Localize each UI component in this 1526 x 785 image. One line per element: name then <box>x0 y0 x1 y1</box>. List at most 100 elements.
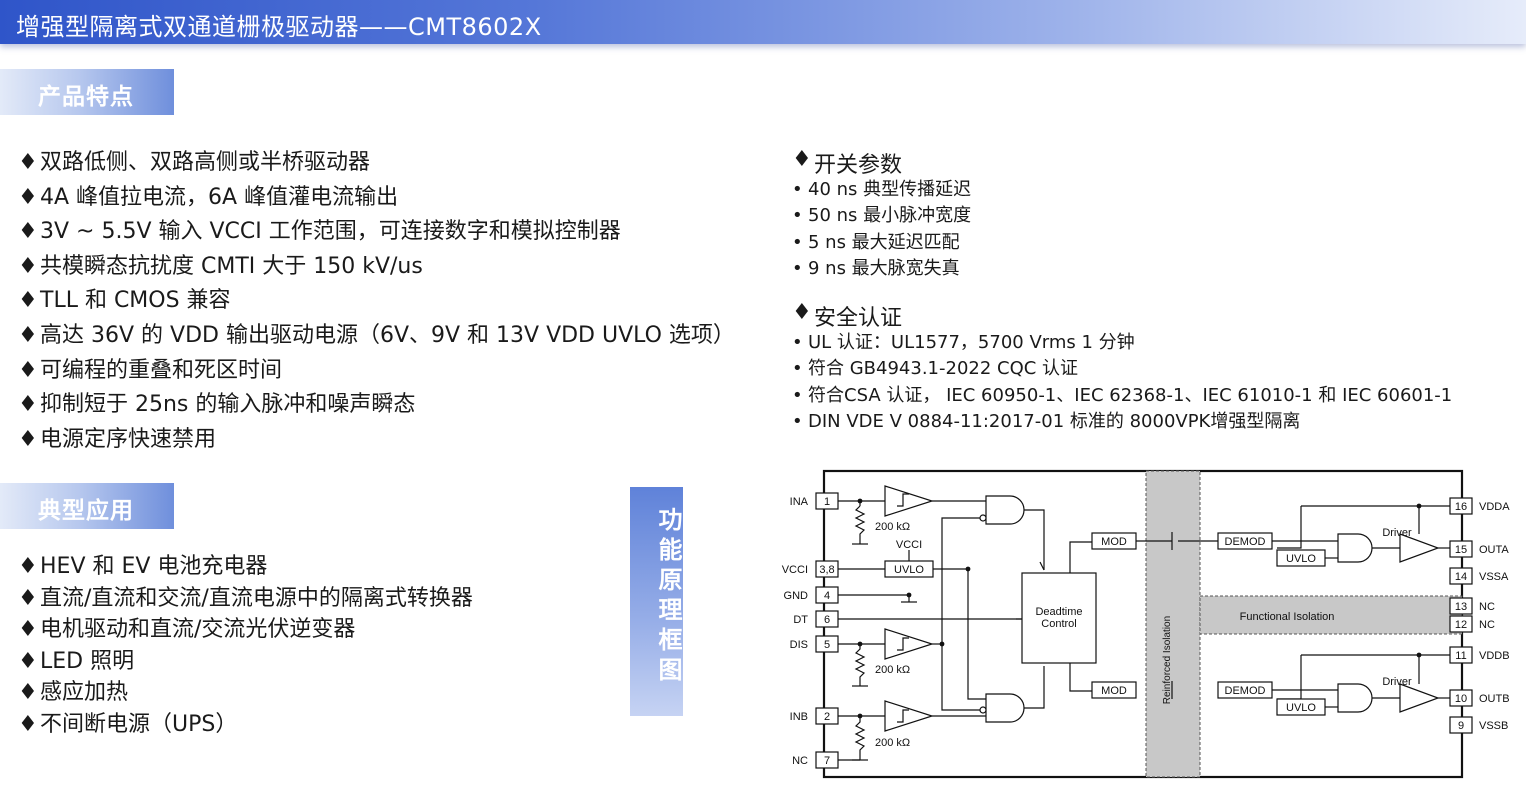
driver-label: Driver <box>1382 527 1412 539</box>
safety-text: DIN VDE V 0884-11:2017-01 标准的 8000VPK增强型… <box>808 411 1301 433</box>
list-item: •40 ns 典型传播延迟 <box>792 177 971 203</box>
diamond-bullet-icon: ♦ <box>18 585 38 611</box>
deadtime-label: Control <box>1041 618 1076 630</box>
feature-text: 高达 36V 的 VDD 输出驱动电源（6V、9V 和 13V VDD UVLO… <box>40 322 735 348</box>
pin-number: 9 <box>1458 720 1464 732</box>
resistor-label: 200 kΩ <box>875 737 910 749</box>
safety-list: •UL 认证：UL1577，5700 Vrms 1 分钟 •符合 GB4943.… <box>792 330 1452 436</box>
list-item: ♦感应加热 <box>18 677 473 709</box>
reinforced-isolation-label: Reinforced Isolation <box>1162 616 1173 704</box>
application-text: 感应加热 <box>40 680 129 706</box>
reinforced-isolation-band <box>1145 470 1201 778</box>
pin-label: NC <box>1479 619 1495 631</box>
features-tag-label: 产品特点 <box>38 84 134 110</box>
list-item: ♦LED 照明 <box>18 646 473 678</box>
resistor-label: 200 kΩ <box>875 521 910 533</box>
applications-section-tag: 典型应用 <box>0 483 174 529</box>
list-item: •50 ns 最小脉冲宽度 <box>792 203 971 229</box>
diamond-bullet-icon: ♦ <box>18 150 38 175</box>
pin-label: VDDA <box>1479 501 1510 513</box>
functional-isolation-label: Functional Isolation <box>1240 611 1335 623</box>
list-item: ♦TLL 和 CMOS 兼容 <box>18 284 735 319</box>
demod-label: DEMOD <box>1225 536 1266 548</box>
uvlo-label: UVLO <box>1286 553 1316 565</box>
switching-text: 9 ns 最大脉宽失真 <box>808 258 960 280</box>
switching-list: •40 ns 典型传播延迟 •50 ns 最小脉冲宽度 •5 ns 最大延迟匹配… <box>792 177 971 283</box>
dot-bullet-icon: • <box>792 231 803 253</box>
feature-text: 共模瞬态抗扰度 CMTI 大于 150 kV/us <box>40 253 423 279</box>
list-item: ♦高达 36V 的 VDD 输出驱动电源（6V、9V 和 13V VDD UVL… <box>18 319 735 354</box>
resistor-label: 200 kΩ <box>875 664 910 676</box>
safety-text: 符合CSA 认证， IEC 60950-1、IEC 62368-1、IEC 61… <box>808 384 1453 406</box>
list-item: •符合CSA 认证， IEC 60950-1、IEC 62368-1、IEC 6… <box>792 383 1452 409</box>
pin-number: 3,8 <box>819 564 834 576</box>
pin-number: 1 <box>824 496 830 508</box>
pin-number: 12 <box>1455 619 1467 631</box>
diamond-bullet-icon: ♦ <box>792 300 812 325</box>
dot-bullet-icon: • <box>792 411 803 433</box>
pin-label: VCCI <box>782 564 808 576</box>
switching-text: 5 ns 最大延迟匹配 <box>808 231 960 253</box>
list-item: ♦双路低侧、双路高侧或半桥驱动器 <box>18 146 735 181</box>
switching-text: 40 ns 典型传播延迟 <box>808 179 972 200</box>
list-item: ♦HEV 和 EV 电池充电器 <box>18 551 473 583</box>
list-item: •UL 认证：UL1577，5700 Vrms 1 分钟 <box>792 330 1452 356</box>
application-text: LED 照明 <box>40 648 135 674</box>
pin-label: OUTA <box>1479 544 1509 556</box>
pin-number: 14 <box>1455 571 1467 583</box>
diamond-bullet-icon: ♦ <box>792 147 812 172</box>
application-text: 不间断电源（UPS） <box>40 711 238 737</box>
application-text: HEV 和 EV 电池充电器 <box>40 554 268 579</box>
page-title: 增强型隔离式双通道栅极驱动器——CMT8602X <box>16 13 542 41</box>
uvlo-label: UVLO <box>1286 702 1316 714</box>
feature-text: 抑制短于 25ns 的输入脉冲和噪声瞬态 <box>40 392 416 418</box>
uvlo-label: UVLO <box>894 564 924 576</box>
feature-text: 电源定序快速禁用 <box>40 426 217 452</box>
diamond-bullet-icon: ♦ <box>18 322 38 348</box>
pin-number: 5 <box>824 639 830 651</box>
pin-label: VSSA <box>1479 571 1509 583</box>
pin-label: INA <box>790 496 809 508</box>
list-item: ♦电机驱动和直流/交流光伏逆变器 <box>18 614 473 646</box>
pin-label: OUTB <box>1479 693 1510 705</box>
pin-number: 15 <box>1455 544 1467 556</box>
features-section-tag: 产品特点 <box>0 69 174 115</box>
diamond-bullet-icon: ♦ <box>18 554 38 579</box>
list-item: ♦可编程的重叠和死区时间 <box>18 354 735 389</box>
functional-block-diagram: Reinforced Isolation Functional Isolatio… <box>782 469 1510 779</box>
list-item: •符合 GB4943.1-2022 CQC 认证 <box>792 356 1452 382</box>
list-item: ♦共模瞬态抗扰度 CMTI 大于 150 kV/us <box>18 250 735 285</box>
diamond-bullet-icon: ♦ <box>18 648 38 674</box>
deadtime-label: Deadtime <box>1035 606 1082 618</box>
pin-label: NC <box>792 755 808 767</box>
pin-number: 7 <box>824 755 830 767</box>
list-item: •DIN VDE V 0884-11:2017-01 标准的 8000VPK增强… <box>792 409 1452 435</box>
features-list: ♦双路低侧、双路高侧或半桥驱动器 ♦4A 峰值拉电流，6A 峰值灌电流输出 ♦3… <box>18 146 735 457</box>
safety-text: UL 认证：UL1577，5700 Vrms 1 分钟 <box>808 332 1135 353</box>
switching-text: 50 ns 最小脉冲宽度 <box>808 205 972 227</box>
feature-text: 可编程的重叠和死区时间 <box>40 357 283 383</box>
pin-label: GND <box>784 590 809 602</box>
pin-number: 16 <box>1455 501 1467 513</box>
list-item: ♦直流/直流和交流/直流电源中的隔离式转换器 <box>18 583 473 615</box>
pin-number: 10 <box>1455 693 1467 705</box>
dot-bullet-icon: • <box>792 258 803 280</box>
dot-bullet-icon: • <box>792 384 803 406</box>
list-item: •5 ns 最大延迟匹配 <box>792 230 971 256</box>
safety-heading-text: 安全认证 <box>814 306 903 331</box>
list-item: ♦3V ~ 5.5V 输入 VCCI 工作范围，可连接数字和模拟控制器 <box>18 215 735 250</box>
diamond-bullet-icon: ♦ <box>18 711 38 737</box>
application-text: 直流/直流和交流/直流电源中的隔离式转换器 <box>40 585 473 611</box>
pin-number: 11 <box>1455 650 1466 662</box>
dot-bullet-icon: • <box>792 358 803 380</box>
dot-bullet-icon: • <box>792 332 803 353</box>
functional-isolation-band <box>1199 595 1463 635</box>
driver-label: Driver <box>1382 676 1412 688</box>
diamond-bullet-icon: ♦ <box>18 184 38 210</box>
pin-number: 13 <box>1455 601 1467 613</box>
diamond-bullet-icon: ♦ <box>18 392 38 418</box>
dot-bullet-icon: • <box>792 205 803 227</box>
diamond-bullet-icon: ♦ <box>18 617 38 643</box>
mod-label: MOD <box>1101 685 1127 697</box>
diamond-bullet-icon: ♦ <box>18 219 38 245</box>
